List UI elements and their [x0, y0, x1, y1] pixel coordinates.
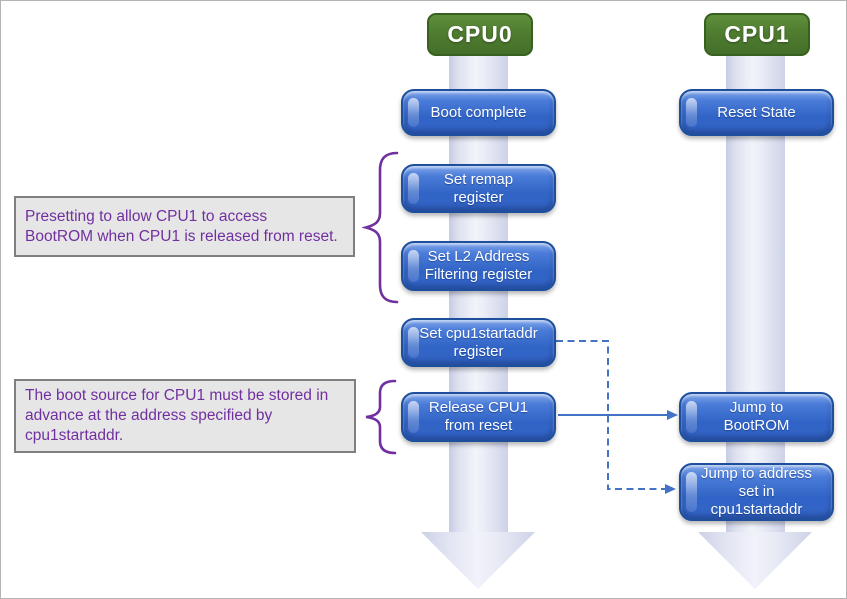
brace-presetting-group: [362, 151, 399, 304]
note-presetting-text: Presetting to allow CPU1 to access BootR…: [25, 207, 338, 245]
connector-dashed-arrow: [556, 340, 676, 494]
dashed-arrowhead-icon: [665, 484, 676, 494]
cpu0-header: CPU0: [427, 13, 533, 56]
step-set-l2-address-filtering-register: Set L2 Address Filtering register: [401, 241, 556, 291]
note-boot-source-text: The boot source for CPU1 must be stored …: [25, 387, 329, 444]
step-release-cpu1-from-reset: Release CPU1 from reset: [401, 392, 556, 442]
step-release-cpu1-from-reset-label: Release CPU1 from reset: [428, 399, 529, 434]
step-set-cpu1startaddr-register: Set cpu1startaddr register: [401, 318, 556, 367]
step-set-remap-register: Set remap register: [401, 164, 556, 213]
cpu0-arrow-head-icon: [421, 532, 535, 589]
connector-solid-arrow: [558, 410, 678, 420]
brace-release-group: [365, 379, 397, 455]
solid-arrowhead-icon: [667, 410, 678, 420]
step-set-remap-register-label: Set remap register: [443, 170, 514, 206]
step-set-l2-address-filtering-register-label: Set L2 Address Filtering register: [424, 248, 533, 283]
step-jump-to-address-set-in-cpu1startaddr: Jump to address set in cpu1startaddr: [679, 463, 834, 521]
cpu1-header-label: CPU1: [724, 21, 790, 47]
step-set-cpu1startaddr-register-label: Set cpu1startaddr register: [419, 324, 538, 360]
note-presetting: Presetting to allow CPU1 to access BootR…: [14, 196, 355, 257]
step-reset-state: Reset State: [679, 89, 834, 136]
step-boot-complete-label: Boot complete: [430, 103, 527, 121]
step-jump-to-bootrom: Jump to BootROM: [679, 392, 834, 442]
step-jump-to-address-label: Jump to address set in cpu1startaddr: [701, 465, 812, 518]
step-boot-complete: Boot complete: [401, 89, 556, 136]
cpu1-header: CPU1: [704, 13, 810, 56]
step-jump-to-bootrom-label: Jump to BootROM: [723, 399, 790, 434]
step-reset-state-label: Reset State: [717, 103, 796, 121]
note-boot-source: The boot source for CPU1 must be stored …: [14, 379, 356, 453]
cpu1-arrow-head-icon: [698, 532, 812, 589]
cpu0-header-label: CPU0: [447, 21, 513, 47]
